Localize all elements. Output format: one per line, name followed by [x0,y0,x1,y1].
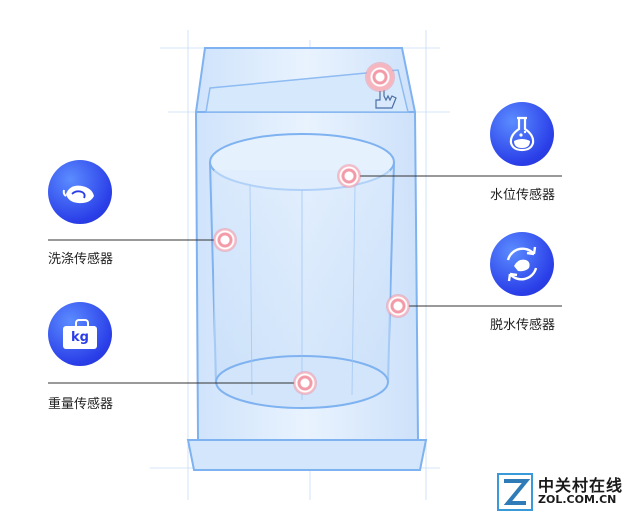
water-level-sensor-marker [338,165,360,187]
washing-sensor-label: 洗涤传感器 [48,252,114,267]
water-level-sensor-icon-circle [490,102,554,166]
washing-sensor-icon-circle [48,160,112,224]
water-level-sensor-label: 水位传感器 [490,188,556,203]
kg-text: kg [71,330,89,345]
kg-weight-icon: kg [63,319,97,349]
weight-sensor-icon-circle: kg [48,302,112,366]
watermark-brand-en: ZOL.COM.CN [538,493,617,506]
washing-sensor-marker [214,229,236,251]
spin-cycle-icon [506,246,538,282]
zol-logo-icon [497,473,533,511]
flask-water-icon [509,116,535,152]
spin-sensor-icon-circle [490,232,554,296]
weight-sensor-label: 重量传感器 [48,397,114,412]
spin-sensor-marker [387,295,409,317]
lid-button-marker [366,63,394,91]
weight-sensor-marker [294,372,316,394]
watermark-brand-cn: 中关村在线 [538,476,624,495]
laundry-clothes-icon [62,185,94,204]
spin-sensor-label: 脱水传感器 [490,318,556,333]
zol-watermark: 中关村在线 ZOL.COM.CN [496,470,636,514]
